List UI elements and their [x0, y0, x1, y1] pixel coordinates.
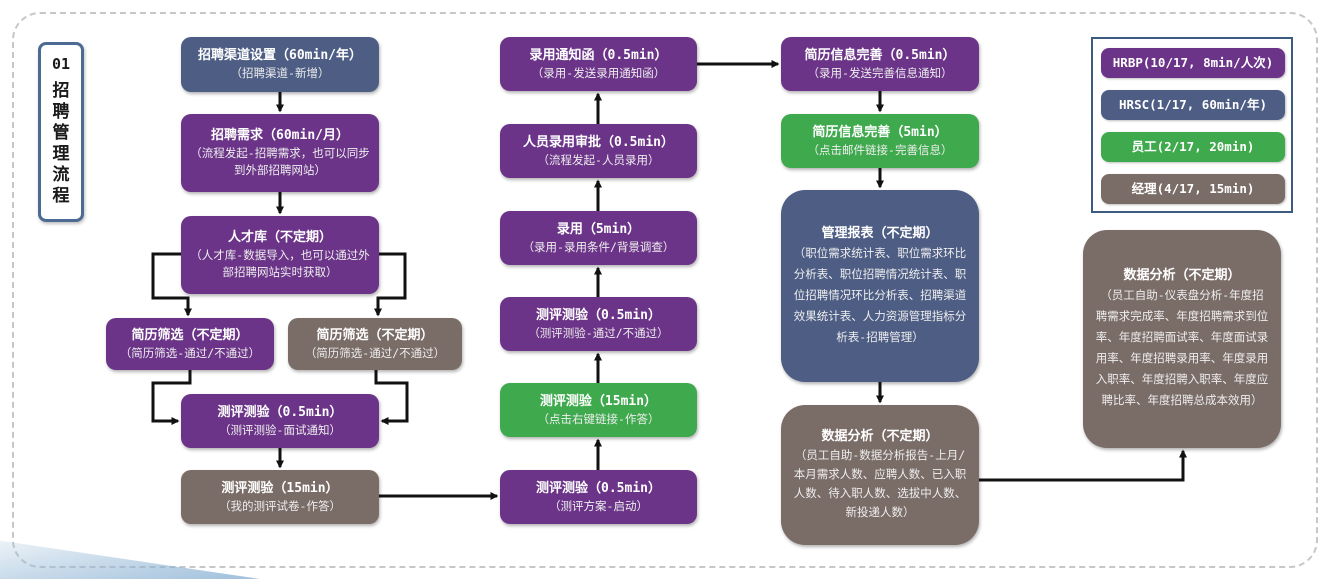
node-subtitle: （人才库-数据导入，也可以通过外部招聘网站实时获取） — [190, 248, 370, 279]
node-title: 测评测验（0.5min） — [536, 480, 661, 496]
node-title: 招聘需求（60min/月） — [211, 128, 349, 143]
node-title: 数据分析（不定期） — [1123, 268, 1241, 283]
node-title: 管理报表（不定期） — [821, 225, 939, 241]
node-talent-pool[interactable]: 人才库（不定期） （人才库-数据导入，也可以通过外部招聘网站实时获取） — [181, 216, 379, 294]
flow-title-box: 01 招聘管理流程 — [38, 42, 84, 222]
node-recruit-demand[interactable]: 招聘需求（60min/月） （流程发起-招聘需求，也可以同步到外部招聘网站） — [181, 114, 379, 192]
node-subtitle: （简历筛选-通过/不通过） — [119, 345, 261, 360]
node-test-manager-answer[interactable]: 测评测验（15min） （我的测评试卷-作答） — [181, 470, 379, 524]
flow-number: 01 — [51, 55, 71, 73]
node-subtitle: （测评测验-通过/不通过） — [528, 325, 669, 340]
node-subtitle: （点击邮件链接-完善信息） — [807, 142, 953, 157]
node-title: 录用（5min） — [556, 221, 641, 237]
legend-item-hrsc: HRSC(1/17, 60min/年) — [1101, 90, 1285, 120]
node-subtitle: （录用-发送录用通知函） — [531, 65, 666, 80]
legend-item-hrbp: HRBP(10/17, 8min/人次) — [1101, 48, 1285, 78]
node-subtitle: （流程发起-人员录用） — [537, 152, 660, 167]
node-subtitle: （录用-发送完善信息通知） — [807, 65, 953, 80]
node-subtitle: （员工自助-仪表盘分析-年度招聘需求完成率、年度招聘需求到位率、年度招聘面试率、… — [1095, 288, 1269, 407]
node-title: 简历信息完善（0.5min） — [804, 47, 956, 63]
flow-title: 招聘管理流程 — [52, 81, 70, 206]
node-subtitle: （招聘渠道-新增） — [230, 66, 330, 80]
node-data-analysis-manager[interactable]: 数据分析（不定期） （员工自助-数据分析报告-上月/本月需求人数、应聘人数、已入… — [781, 405, 979, 545]
node-title: 简历筛选（不定期） — [131, 327, 249, 343]
node-title: 人员录用审批（0.5min） — [523, 134, 674, 150]
node-data-analysis-dashboard[interactable]: 数据分析（不定期） （员工自助-仪表盘分析-年度招聘需求完成率、年度招聘需求到位… — [1083, 230, 1281, 448]
node-subtitle: （测评测验-面试通知） — [219, 422, 341, 437]
node-hire-approval[interactable]: 人员录用审批（0.5min） （流程发起-人员录用） — [500, 124, 697, 178]
node-title: 测评测验（0.5min） — [536, 307, 661, 323]
node-resume-screen-hrbp[interactable]: 简历筛选（不定期） （简历筛选-通过/不通过） — [106, 318, 274, 370]
node-title: 测评测验（0.5min） — [217, 404, 343, 420]
node-test-interview-notice[interactable]: 测评测验（0.5min） （测评测验-面试通知） — [181, 394, 379, 448]
node-test-employee-answer[interactable]: 测评测验（15min） （点击右键链接-作答） — [500, 383, 697, 437]
node-resume-complete-hrbp[interactable]: 简历信息完善（0.5min） （录用-发送完善信息通知） — [781, 37, 979, 91]
node-title: 简历信息完善（5min） — [812, 124, 948, 140]
node-subtitle: （职位需求统计表、职位需求环比分析表、职位招聘情况统计表、职位招聘情况环比分析表… — [793, 245, 967, 344]
node-subtitle: （测评方案-启动） — [549, 498, 648, 513]
node-title: 招聘渠道设置（60min/年） — [198, 48, 362, 63]
node-management-reports[interactable]: 管理报表（不定期） （职位需求统计表、职位需求环比分析表、职位招聘情况统计表、职… — [781, 190, 979, 382]
node-resume-complete-employee[interactable]: 简历信息完善（5min） （点击邮件链接-完善信息） — [781, 114, 979, 168]
node-subtitle: （员工自助-数据分析报告-上月/本月需求人数、应聘人数、已入职人数、待入职人数、… — [793, 448, 967, 519]
node-title: 测评测验（15min） — [539, 393, 658, 409]
legend-item-employee: 员工(2/17, 20min) — [1101, 132, 1285, 162]
node-hire[interactable]: 录用（5min） （录用-录用条件/背景调查） — [500, 211, 697, 265]
node-subtitle: （流程发起-招聘需求，也可以同步到外部招聘网站） — [190, 146, 370, 177]
node-subtitle: （简历筛选-通过/不通过） — [304, 345, 446, 360]
dashed-frame — [12, 12, 1318, 568]
node-resume-screen-manager[interactable]: 简历筛选（不定期） （简历筛选-通过/不通过） — [288, 318, 462, 370]
node-subtitle: （点击右键链接-作答） — [537, 411, 660, 426]
node-test-plan-start[interactable]: 测评测验（0.5min） （测评方案-启动） — [500, 470, 697, 524]
node-subtitle: （我的测评试卷-作答） — [219, 498, 341, 513]
node-title: 录用通知函（0.5min） — [529, 47, 668, 63]
role-legend: HRBP(10/17, 8min/人次) HRSC(1/17, 60min/年)… — [1091, 37, 1293, 213]
node-offer-letter[interactable]: 录用通知函（0.5min） （录用-发送录用通知函） — [500, 37, 697, 91]
node-title: 数据分析（不定期） — [821, 429, 939, 444]
node-subtitle: （录用-录用条件/背景调查） — [522, 239, 675, 254]
legend-item-manager: 经理(4/17, 15min) — [1101, 174, 1285, 204]
node-title: 测评测验（15min） — [221, 480, 339, 496]
node-channel-setup[interactable]: 招聘渠道设置（60min/年） （招聘渠道-新增） — [181, 37, 379, 92]
node-test-pass-fail[interactable]: 测评测验（0.5min） （测评测验-通过/不通过） — [500, 297, 697, 351]
node-title: 简历筛选（不定期） — [316, 327, 434, 343]
node-title: 人才库（不定期） — [227, 230, 332, 245]
